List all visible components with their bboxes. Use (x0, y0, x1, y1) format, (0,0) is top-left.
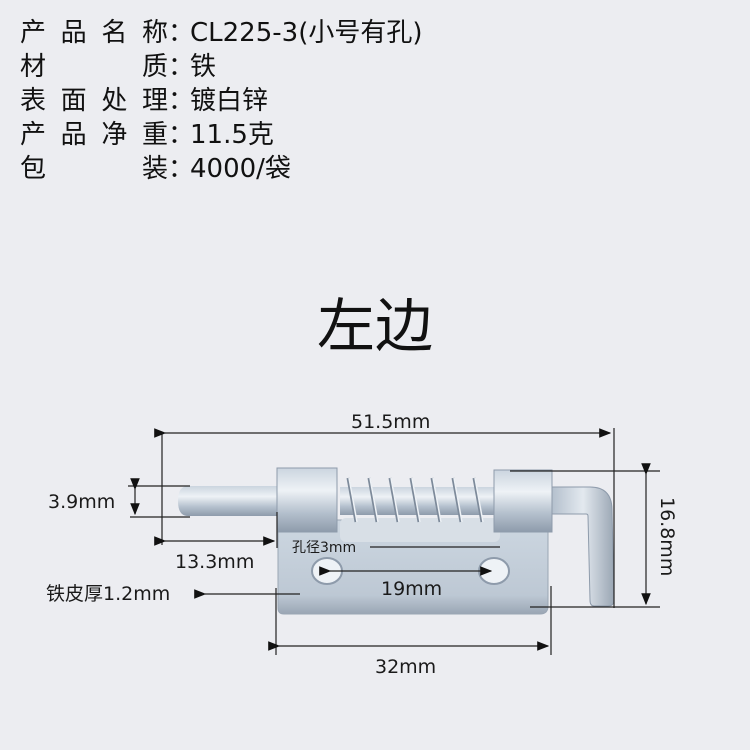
label-char: 包 (20, 154, 47, 184)
spec-colon: ： (168, 154, 195, 184)
label-char: 称 (141, 18, 168, 48)
spec-label: 产 品 净 重 (20, 118, 168, 152)
dim-hole-spacing: 19mm (381, 578, 443, 600)
label-char: 品 (60, 120, 87, 150)
label-char: 产 (20, 18, 47, 48)
label-char: 材 (20, 52, 47, 82)
dim-height: 16.8mm (656, 497, 678, 577)
label-char: 重 (141, 120, 168, 150)
spec-list: 产 品 名 称 ： CL225-3(小号有孔) 材 质 ： 铁 表 面 处 理 … (20, 16, 422, 186)
left-barrel (276, 467, 338, 533)
latch-pin (178, 486, 500, 516)
spring (346, 477, 484, 523)
l-handle (551, 486, 615, 607)
spec-colon: ： (168, 120, 195, 150)
spec-colon: ： (168, 86, 195, 116)
spec-colon: ： (168, 52, 195, 82)
label-char: 品 (60, 18, 87, 48)
label-char: 净 (101, 120, 128, 150)
dim-plate-thickness: 铁皮厚1.2mm (46, 583, 171, 605)
spec-value: 4000/袋 (190, 154, 291, 184)
label-char: 装 (141, 154, 168, 184)
page-title: 左边 (316, 292, 433, 360)
label-char: 理 (141, 86, 168, 116)
label-char: 质 (141, 52, 168, 82)
spec-row-product-name: 产 品 名 称 ： CL225-3(小号有孔) (20, 16, 422, 50)
spec-label: 材 质 (20, 50, 168, 84)
dim-overall-length: 51.5mm (351, 411, 431, 433)
spec-row-packaging: 包 装 ： 4000/袋 (20, 152, 422, 186)
label-char: 表 (20, 86, 47, 116)
label-char: 面 (60, 86, 87, 116)
spec-value: 铁 (190, 52, 217, 82)
spec-value: 11.5克 (190, 120, 274, 150)
spec-label: 产 品 名 称 (20, 16, 168, 50)
spec-value: 镀白锌 (190, 86, 269, 116)
dim-hole-diameter: 孔径3mm (292, 540, 357, 556)
spec-label: 包 装 (20, 152, 168, 186)
spec-value: CL225-3(小号有孔) (190, 18, 423, 48)
spec-label: 表 面 处 理 (20, 84, 168, 118)
spec-row-material: 材 质 ： 铁 (20, 50, 422, 84)
label-char: 名 (101, 18, 128, 48)
spec-row-surface: 表 面 处 理 ： 镀白锌 (20, 84, 422, 118)
dim-pin-diameter: 3.9mm (48, 491, 116, 513)
spec-row-weight: 产 品 净 重 ： 11.5克 (20, 118, 422, 152)
dimension-lines (128, 428, 660, 655)
dim-pin-extension: 13.3mm (175, 551, 255, 573)
label-char: 处 (101, 86, 128, 116)
dim-plate-width: 32mm (375, 656, 437, 678)
spec-colon: ： (168, 18, 195, 48)
label-char: 产 (20, 120, 47, 150)
right-barrel (493, 469, 553, 533)
